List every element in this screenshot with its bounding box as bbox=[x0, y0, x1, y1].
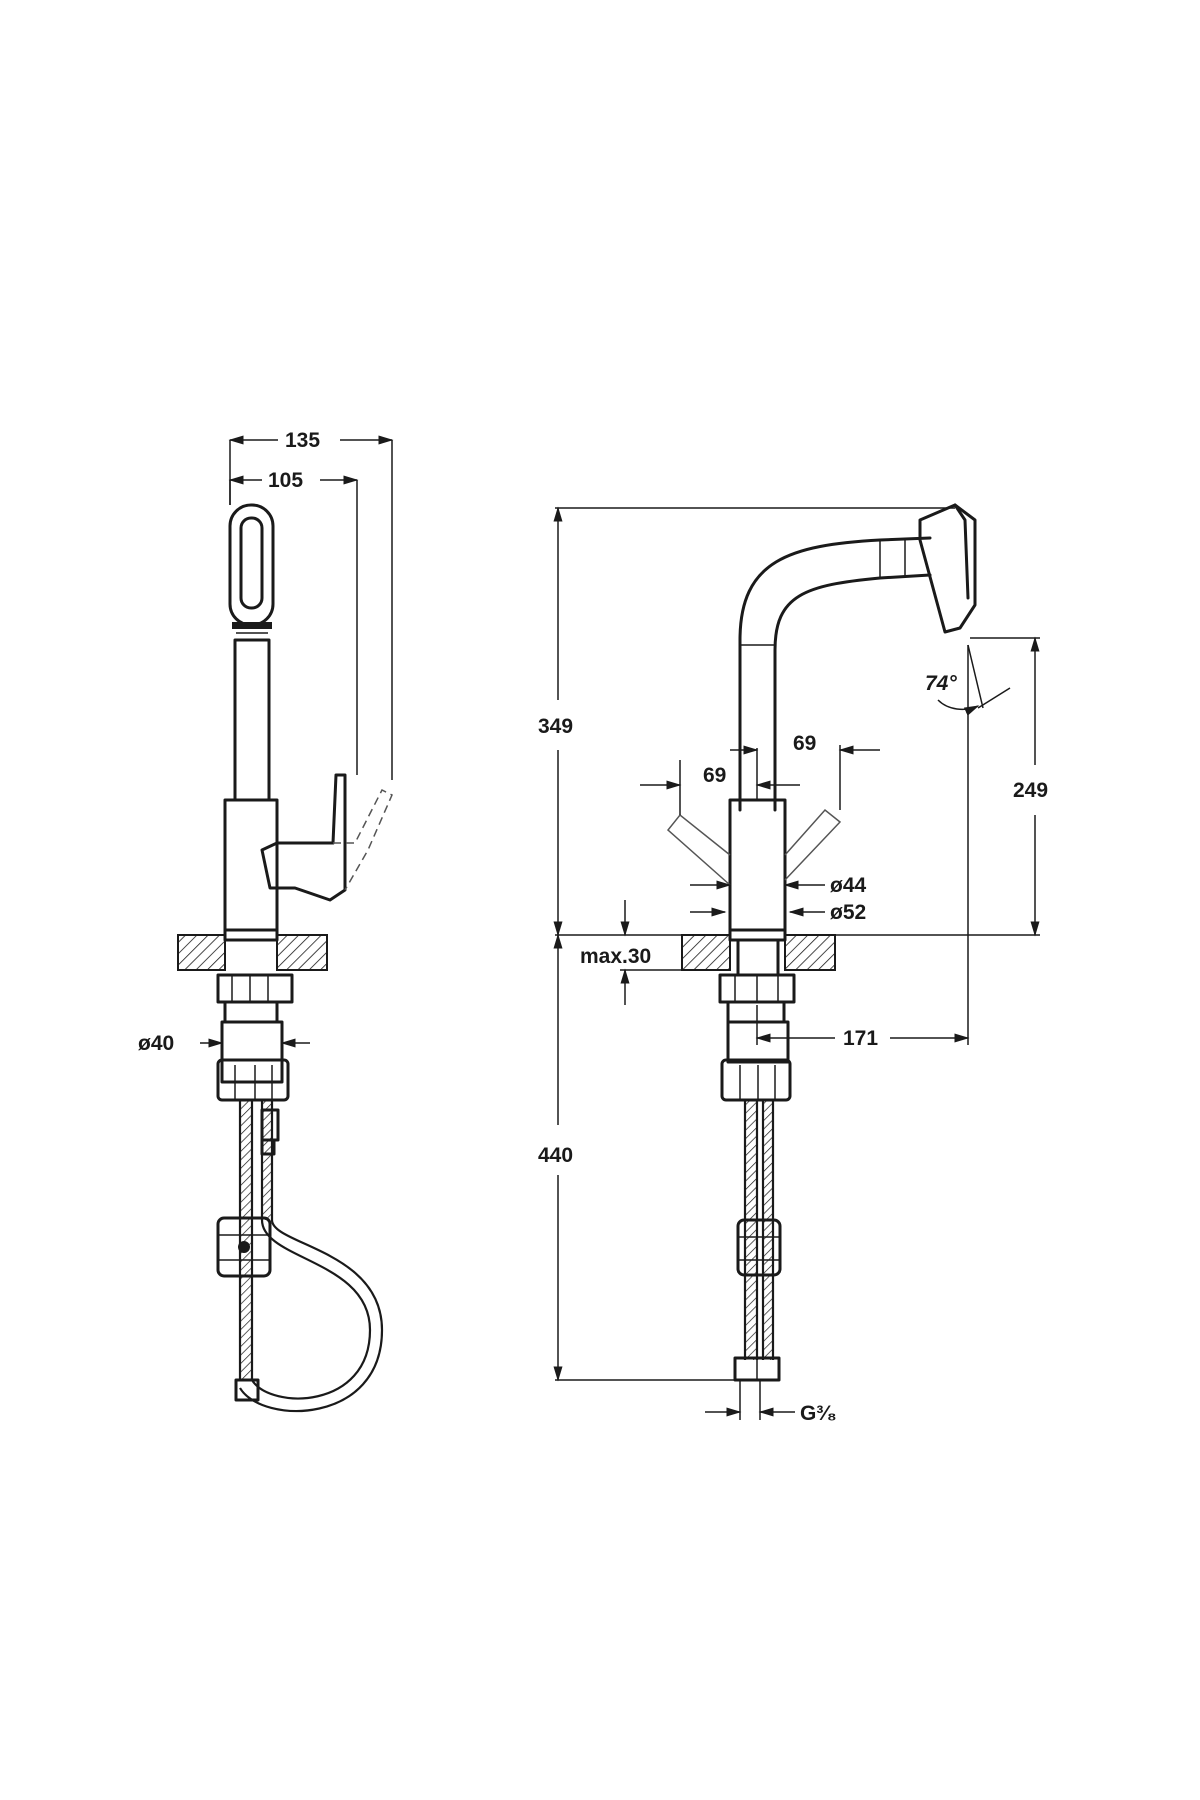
side-view: 349 440 249 171 69 69 ø44 ø bbox=[538, 503, 1048, 1425]
front-fixing-nut bbox=[216, 973, 294, 1004]
side-dim-dia52: ø52 bbox=[830, 901, 866, 924]
front-lower-body bbox=[216, 1058, 290, 1102]
side-countertop-left bbox=[681, 934, 731, 971]
side-dim-angle: 74° bbox=[925, 672, 957, 695]
side-spout bbox=[738, 536, 932, 812]
front-dim-dia40: ø40 bbox=[138, 1032, 174, 1055]
front-dim-105: 105 bbox=[268, 469, 303, 492]
front-countertop-left bbox=[177, 934, 226, 971]
side-dim-69-left: 69 bbox=[703, 764, 726, 787]
side-handle-ghost-right bbox=[784, 808, 842, 881]
front-dim-135: 135 bbox=[285, 429, 320, 452]
side-dim-349: 349 bbox=[538, 715, 573, 738]
front-hose-fitting bbox=[234, 1378, 260, 1402]
front-spout-column bbox=[233, 638, 271, 802]
side-dim-dia44: ø44 bbox=[830, 874, 867, 897]
front-view: 135 105 ø40 bbox=[138, 429, 394, 1412]
side-handle-ghost-left bbox=[666, 813, 731, 886]
front-handle bbox=[260, 773, 347, 902]
front-spray-slot bbox=[239, 516, 264, 610]
side-dim-69-right: 69 bbox=[793, 732, 816, 755]
side-shank bbox=[726, 1020, 790, 1064]
side-body bbox=[728, 798, 787, 932]
front-handle-ghost bbox=[333, 788, 393, 891]
side-dim-171: 171 bbox=[843, 1027, 878, 1050]
side-dim-thread: G³⁄₈ bbox=[800, 1402, 837, 1425]
front-hose-weight bbox=[216, 1216, 272, 1278]
side-countertop-right bbox=[784, 934, 836, 971]
front-shank bbox=[220, 1020, 284, 1084]
front-hose-loop bbox=[251, 1219, 372, 1400]
side-dim-249: 249 bbox=[1013, 779, 1048, 802]
side-dim-max30: max.30 bbox=[580, 945, 651, 968]
front-spray-ring bbox=[232, 622, 272, 629]
side-dim-440: 440 bbox=[538, 1144, 573, 1167]
side-hose-weight bbox=[736, 1218, 782, 1277]
front-body bbox=[223, 798, 279, 932]
side-lower-body bbox=[720, 1058, 792, 1102]
front-countertop-right bbox=[276, 934, 328, 971]
